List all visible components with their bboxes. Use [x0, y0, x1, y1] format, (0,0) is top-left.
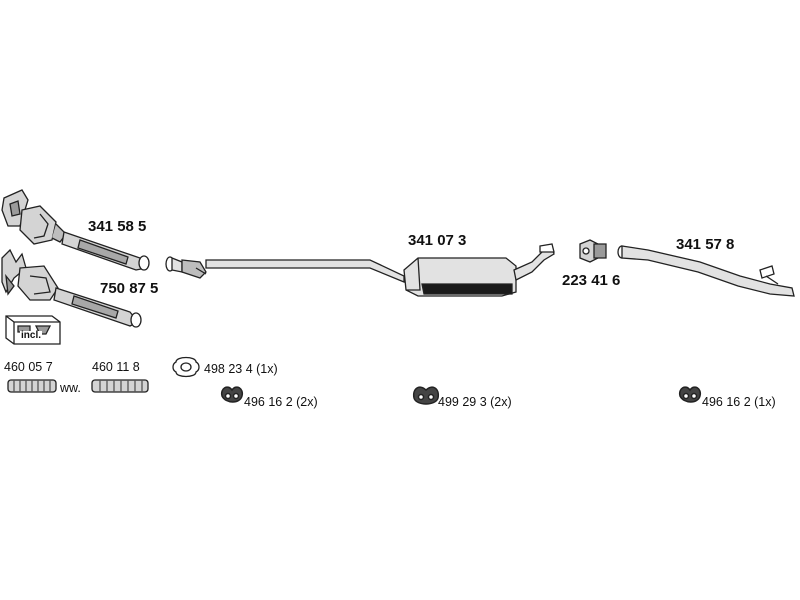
center-muffler-part	[403, 243, 555, 297]
rubber-hanger-rear-icon	[678, 386, 702, 403]
rubber-hanger-middle-icon	[412, 386, 440, 405]
clamp-part	[579, 239, 607, 263]
rubber-hanger-front-icon	[220, 386, 244, 403]
flex-pipe-a-part	[7, 379, 57, 393]
part-number-223-41-6: 223 41 6	[562, 272, 621, 289]
gasket-icon	[172, 356, 200, 378]
part-number-750-87-5: 750 87 5	[100, 280, 159, 297]
upper-catalyst-part	[1, 189, 150, 271]
flex-connector-label: ww.	[60, 381, 81, 395]
part-number-341-07-3: 341 07 3	[408, 232, 467, 249]
part-number-498-23-4: 498 23 4 (1x)	[204, 362, 278, 376]
tail-pipe-part	[617, 245, 795, 297]
part-number-499-29-3: 499 29 3 (2x)	[438, 395, 512, 409]
center-pipe-part	[165, 256, 405, 283]
flex-pipe-b-part	[91, 379, 149, 393]
part-number-496-16-2-front: 496 16 2 (2x)	[244, 395, 318, 409]
part-number-496-16-2-rear: 496 16 2 (1x)	[702, 395, 776, 409]
part-number-460-05-7: 460 05 7	[4, 360, 53, 374]
part-number-460-11-8: 460 11 8	[92, 360, 140, 374]
part-number-341-57-8: 341 57 8	[676, 236, 735, 253]
included-parts-box	[5, 315, 61, 345]
part-number-341-58-5: 341 58 5	[88, 218, 147, 235]
lower-catalyst-part	[1, 248, 142, 328]
incl-label: incl.	[20, 330, 43, 341]
